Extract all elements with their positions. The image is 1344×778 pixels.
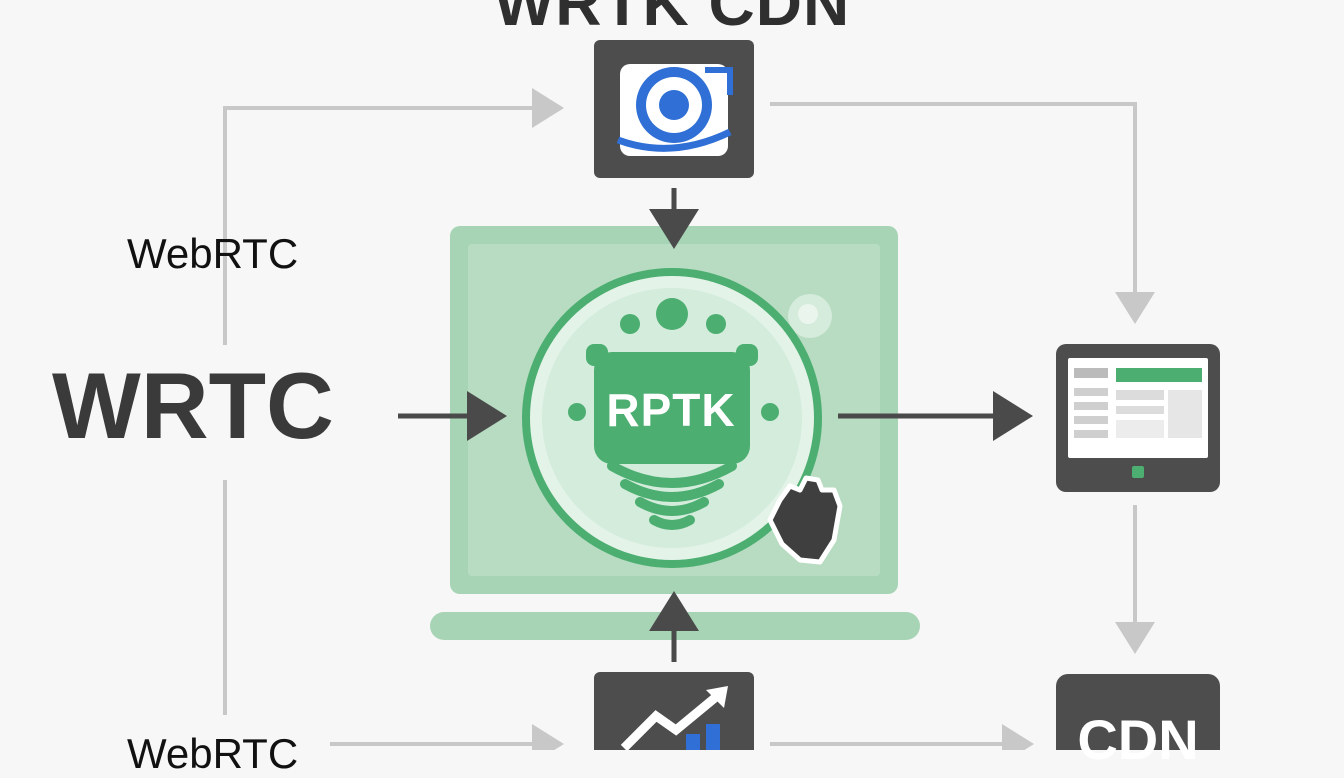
flow-diagram: WRTK CDN WebRTC WRTC WebRTC RPTK CDN <box>52 0 1220 777</box>
webrtc-label-top: WebRTC <box>127 230 299 277</box>
diagram-title: WRTK CDN <box>493 0 851 39</box>
growth-chart-icon <box>594 672 754 750</box>
target-camera-icon <box>594 40 754 178</box>
display-monitor-icon <box>1056 344 1220 492</box>
cdn-node <box>1056 674 1220 750</box>
dark-arrows <box>398 188 1033 662</box>
light-connectors <box>223 88 1155 750</box>
cdn-node-label: CDN <box>1077 708 1199 771</box>
diagram-canvas <box>223 40 1220 750</box>
webrtc-label-bottom: WebRTC <box>127 730 299 777</box>
connector-top-to-right <box>770 102 1155 324</box>
wrtc-label: WRTC <box>52 353 334 458</box>
connector-left-top-vertical <box>223 88 564 290</box>
router-signal-icon <box>522 268 822 568</box>
hand-icon <box>767 475 843 565</box>
center-node-label: RPTK <box>606 384 736 436</box>
